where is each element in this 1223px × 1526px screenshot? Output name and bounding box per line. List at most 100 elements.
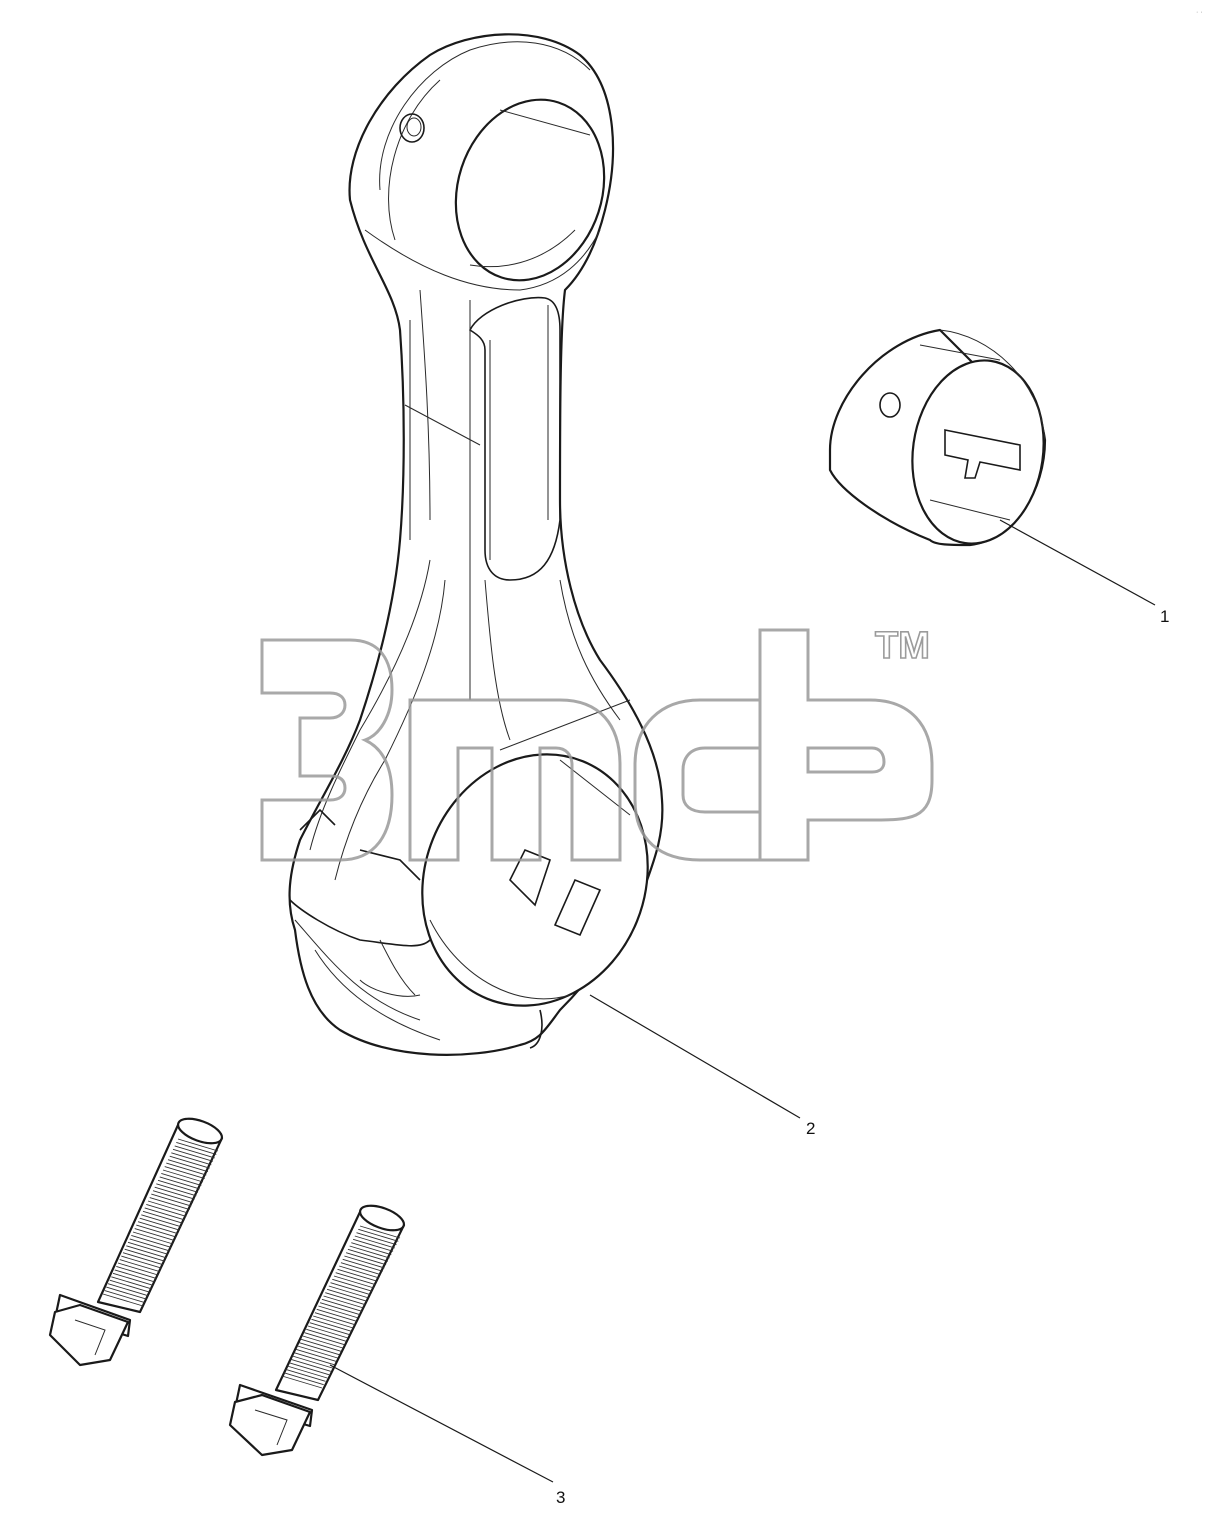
thread-line	[313, 1315, 354, 1329]
thread-line	[159, 1176, 200, 1190]
thread-line	[176, 1141, 217, 1155]
thread-line	[297, 1345, 338, 1359]
thread-line	[147, 1200, 189, 1214]
thread-line	[321, 1298, 363, 1312]
thread-line	[139, 1217, 180, 1231]
thread-line	[347, 1248, 389, 1262]
thread-line	[131, 1234, 172, 1248]
watermark-logo: TM	[260, 624, 934, 862]
thread-line	[132, 1231, 174, 1245]
thread-line	[337, 1268, 378, 1282]
bushing	[828, 328, 1047, 547]
watermark-trademark: TM	[875, 625, 930, 667]
thread-line	[134, 1228, 175, 1242]
thread-line	[141, 1214, 182, 1228]
thread-line	[326, 1288, 368, 1302]
thread-line	[126, 1245, 167, 1259]
thread-line	[151, 1193, 192, 1207]
thread-line	[309, 1322, 350, 1336]
callout-2-label: 2	[806, 1119, 815, 1138]
bolt-lower-threads	[281, 1225, 401, 1389]
callout-3-label: 3	[556, 1488, 565, 1507]
thread-line	[302, 1335, 343, 1349]
thread-line	[104, 1290, 145, 1304]
thread-line	[295, 1348, 337, 1362]
thread-line	[107, 1283, 149, 1297]
thread-line	[169, 1155, 210, 1169]
thread-line	[300, 1338, 342, 1352]
callout-2: 2	[589, 994, 815, 1138]
thread-line	[306, 1328, 347, 1342]
thread-line	[319, 1302, 361, 1316]
thread-line	[281, 1375, 323, 1389]
thread-line	[299, 1342, 340, 1356]
thread-line	[314, 1312, 356, 1326]
thread-line	[172, 1148, 214, 1162]
thread-line	[117, 1262, 159, 1276]
callout-1: 1	[999, 519, 1169, 626]
thread-line	[171, 1152, 212, 1166]
callout-1-label: 1	[1160, 607, 1169, 626]
thread-line	[283, 1372, 324, 1386]
callout-3: 3	[329, 1364, 565, 1507]
thread-line	[122, 1252, 164, 1266]
thread-line	[340, 1262, 382, 1276]
thread-line	[328, 1285, 369, 1299]
thread-line	[358, 1228, 399, 1242]
thread-line	[142, 1210, 184, 1224]
thread-line	[332, 1278, 373, 1292]
thread-line	[164, 1166, 205, 1180]
thread-line	[154, 1186, 195, 1200]
thread-line	[106, 1286, 147, 1300]
thread-line	[127, 1241, 169, 1255]
thread-line	[166, 1162, 207, 1176]
thread-line	[287, 1365, 328, 1379]
thread-line	[351, 1242, 392, 1256]
thread-line	[345, 1252, 387, 1266]
thread-line	[174, 1145, 215, 1159]
bolt-upper	[48, 1117, 224, 1367]
thread-line	[116, 1265, 157, 1279]
thread-line	[136, 1224, 177, 1238]
thread-line	[316, 1308, 357, 1322]
thread-line	[129, 1238, 170, 1252]
thread-line	[349, 1245, 390, 1259]
thread-line	[162, 1169, 204, 1183]
thread-line	[146, 1203, 187, 1217]
thread-line	[354, 1235, 395, 1249]
thread-line	[149, 1197, 190, 1211]
thread-line	[124, 1248, 165, 1262]
thread-line	[121, 1255, 162, 1269]
thread-line	[344, 1255, 385, 1269]
thread-line	[111, 1276, 152, 1290]
thread-line	[288, 1362, 330, 1376]
thread-line	[356, 1232, 397, 1246]
bolt-upper-threads	[102, 1138, 219, 1307]
thread-line	[177, 1138, 219, 1152]
thread-line	[102, 1293, 144, 1307]
thread-line	[137, 1221, 179, 1235]
thread-line	[144, 1207, 185, 1221]
thread-line	[333, 1275, 375, 1289]
thread-line	[359, 1225, 401, 1239]
thread-line	[161, 1172, 202, 1186]
thread-line	[307, 1325, 349, 1339]
thread-line	[156, 1183, 197, 1197]
thread-line	[119, 1259, 160, 1273]
thread-line	[290, 1358, 331, 1372]
thread-line	[304, 1332, 345, 1346]
thread-line	[323, 1295, 364, 1309]
thread-line	[167, 1159, 209, 1173]
thread-line	[285, 1368, 326, 1382]
corner-mark: · ·	[1196, 9, 1203, 16]
connecting-rod	[288, 33, 664, 1056]
thread-line	[339, 1265, 380, 1279]
thread-line	[335, 1272, 376, 1286]
thread-line	[109, 1279, 150, 1293]
thread-line	[325, 1292, 366, 1306]
thread-line	[352, 1238, 394, 1252]
thread-line	[318, 1305, 359, 1319]
thread-line	[292, 1355, 333, 1369]
bolt-lower	[228, 1204, 406, 1457]
